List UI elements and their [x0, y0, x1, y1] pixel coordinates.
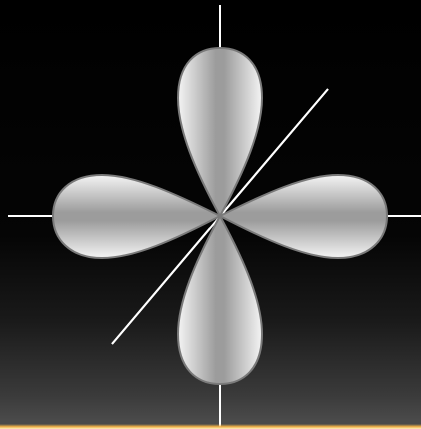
lobe-top [178, 48, 262, 216]
lobe-bottom [178, 216, 262, 384]
bottom-glow-strip [0, 424, 421, 429]
